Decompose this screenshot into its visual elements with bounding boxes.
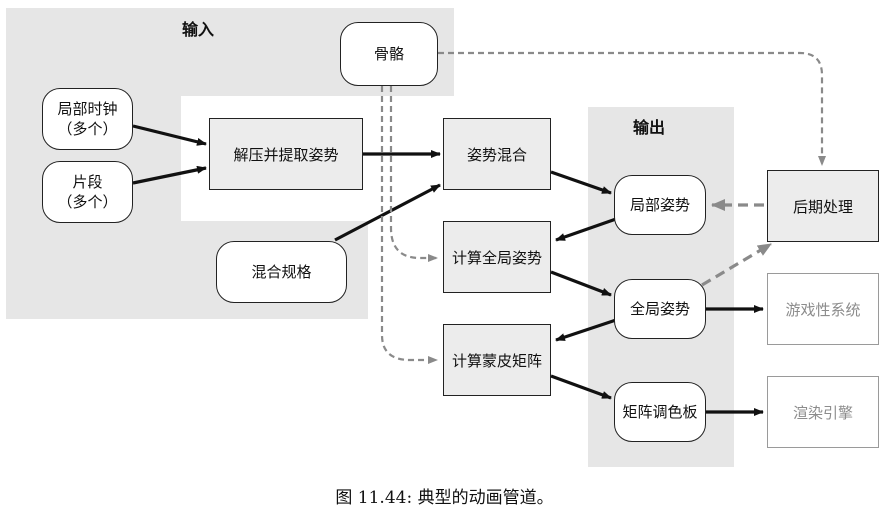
matrix-palette-label: 矩阵调色板: [622, 402, 698, 421]
arrow-calcglobal-to-globalpose: [550, 270, 612, 297]
arrow-localpose-to-calcglobal: [555, 217, 617, 242]
skeleton-node: 骨骼: [340, 22, 438, 86]
blend-spec-label: 混合规格: [251, 262, 312, 281]
game-systems-label: 游戏性系统: [785, 300, 861, 319]
calc-global-pose-node: 计算全局姿势: [443, 221, 551, 293]
arrow-blend-to-localpose: [550, 170, 612, 195]
clip-node: 片段 （多个）: [42, 161, 133, 223]
decompress-label: 解压并提取姿势: [233, 145, 339, 164]
clip-count: （多个）: [57, 193, 118, 211]
matrix-palette-node: 矩阵调色板: [614, 382, 706, 442]
pose-blend-node: 姿势混合: [443, 118, 551, 190]
global-pose-node: 全局姿势: [614, 279, 706, 339]
global-pose-label: 全局姿势: [629, 299, 690, 318]
arrow-clip-to-decompress: [132, 165, 207, 185]
render-engine-label: 渲染引擎: [792, 403, 853, 422]
dash-skeleton-to-calcskin: [380, 86, 438, 364]
calc-skin-matrix-node: 计算蒙皮矩阵: [443, 324, 551, 396]
dash-skeleton-to-calcglobal: [389, 86, 438, 262]
arrow-blendspec-to-blend: [334, 183, 441, 242]
inputs-title: 输入: [182, 20, 215, 39]
local-clock-count: （多个）: [57, 120, 118, 138]
local-pose-node: 局部姿势: [614, 175, 706, 235]
render-engine-node: 渲染引擎: [767, 376, 879, 448]
pose-blend-label: 姿势混合: [466, 145, 527, 164]
decompress-node: 解压并提取姿势: [209, 118, 363, 190]
local-pose-label: 局部姿势: [629, 195, 690, 214]
skeleton-label: 骨骼: [373, 44, 404, 63]
game-systems-node: 游戏性系统: [767, 273, 879, 345]
arrow-globalpose-to-calcskin: [555, 318, 617, 342]
dash-globalpose-to-postprocess: [701, 242, 772, 287]
arrow-calcskin-to-palette: [550, 374, 612, 400]
dash-skeleton-to-postprocess: [438, 51, 826, 166]
local-clock-label: 局部时钟: [57, 99, 118, 118]
blend-spec-node: 混合规格: [216, 241, 347, 303]
post-process-label: 后期处理: [792, 197, 853, 216]
arrow-clock-to-decompress: [132, 124, 207, 146]
figure-caption: 图 11.44: 典型的动画管道。: [335, 488, 554, 508]
calc-skin-matrix-label: 计算蒙皮矩阵: [451, 351, 542, 370]
clip-label: 片段: [72, 172, 103, 191]
outputs-title: 输出: [633, 118, 666, 137]
post-process-node: 后期处理: [767, 170, 879, 242]
local-clock-node: 局部时钟 （多个）: [42, 88, 133, 150]
calc-global-pose-label: 计算全局姿势: [451, 248, 542, 267]
